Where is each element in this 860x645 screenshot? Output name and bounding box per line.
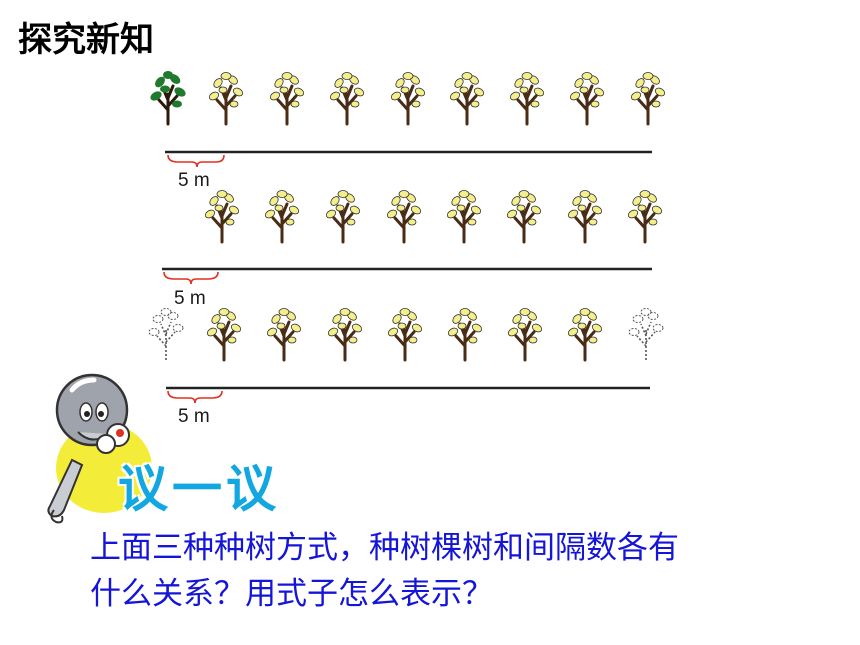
tree-icon — [267, 71, 307, 126]
tree-icon — [388, 71, 428, 126]
tree-row-3 — [148, 307, 664, 404]
tree-icon — [505, 307, 545, 362]
discussion-question: 上面三种种树方式，种树棵树和间隔数各有 什么关系？用式子怎么表示？ — [90, 525, 830, 617]
distance-brace — [163, 271, 219, 285]
tree-icon — [565, 307, 605, 362]
tree-icon — [384, 189, 424, 244]
tree-icon — [385, 307, 425, 362]
tree-icon — [628, 71, 668, 126]
discussion-label: 议一议 — [118, 460, 280, 518]
tree-green-icon — [147, 69, 189, 126]
tree-icon — [445, 307, 485, 362]
tree-row-1 — [147, 69, 668, 168]
tree-icon — [447, 71, 487, 126]
tree-icon — [327, 71, 367, 126]
question-line-1: 上面三种种树方式，种树棵树和间隔数各有 — [90, 530, 679, 566]
distance-brace — [167, 154, 225, 168]
tree-icon — [262, 189, 302, 244]
tree-icon — [565, 189, 605, 244]
tree-icon — [444, 189, 484, 244]
tree-icon — [206, 71, 246, 126]
tree-icon — [507, 71, 547, 126]
distance-brace — [167, 390, 223, 404]
page-title: 探究新知 — [18, 20, 154, 60]
microphone-mascot-icon — [47, 373, 152, 524]
tree-icon — [323, 189, 363, 244]
distance-label-row-2: 5 m — [174, 288, 206, 309]
question-line-2: 什么关系？用式子怎么表示？ — [90, 576, 493, 612]
tree-icon — [567, 71, 607, 126]
tree-icon — [325, 307, 365, 362]
tree-icon — [202, 189, 242, 244]
tree-icon — [264, 307, 304, 362]
dotted-tree-icon — [148, 307, 184, 361]
tree-row-2 — [162, 189, 665, 285]
tree-icon — [204, 307, 244, 362]
distance-label-row-1: 5 m — [178, 170, 210, 191]
dotted-tree-icon — [628, 307, 664, 361]
distance-label-row-3: 5 m — [178, 406, 210, 427]
tree-icon — [504, 189, 544, 244]
tree-icon — [625, 189, 665, 244]
